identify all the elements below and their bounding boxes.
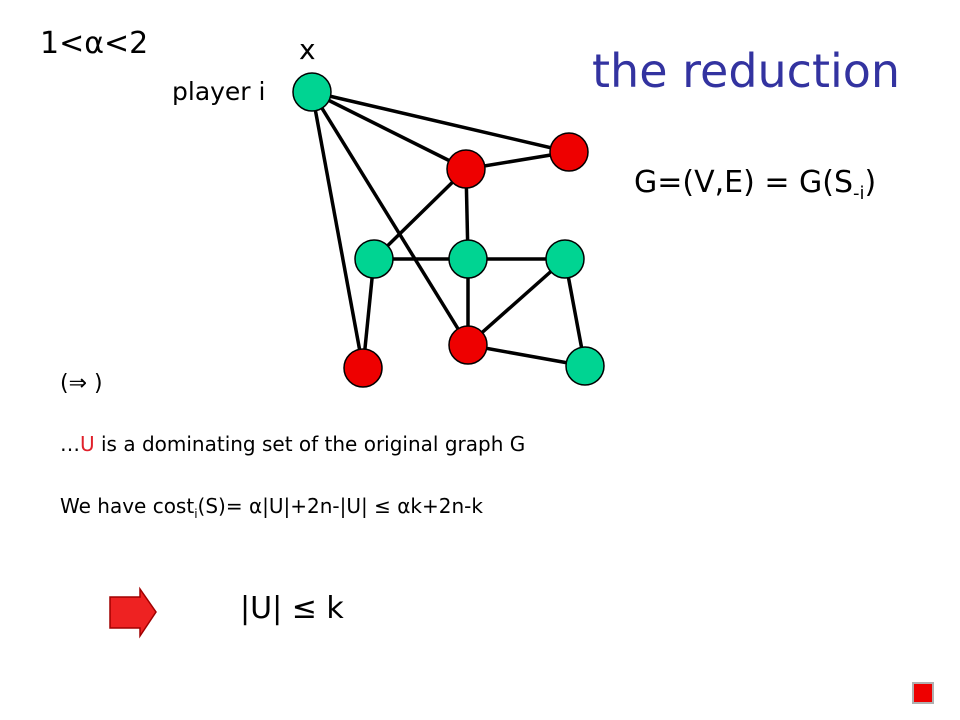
implies-marker: (⇒ ) bbox=[60, 371, 103, 396]
cost-prefix: We have cost bbox=[60, 494, 195, 518]
dominating-set-statement: …U is a dominating set of the original g… bbox=[60, 432, 525, 456]
alpha-range-label: 1<α<2 bbox=[40, 26, 149, 61]
graph-eq-main: G=(V,E) = G(S bbox=[634, 165, 854, 200]
right-arrow-icon bbox=[109, 586, 157, 639]
graph-node-r1 bbox=[549, 132, 589, 172]
dom-prefix: … bbox=[60, 432, 80, 456]
cost-rest: (S)= α|U|+2n-|U| ≤ αk+2n-k bbox=[197, 494, 483, 518]
graph-edge-r3-g4 bbox=[467, 343, 586, 368]
graph-edge-g3-r3 bbox=[466, 257, 567, 347]
graph-eq-sub: -i bbox=[853, 183, 865, 204]
graph-edges bbox=[310, 90, 587, 369]
graph-node-g3 bbox=[545, 239, 585, 279]
graph-node-x bbox=[292, 72, 332, 112]
cost-statement: We have costi(S)= α|U|+2n-|U| ≤ αk+2n-k bbox=[60, 494, 483, 521]
graph-equation: G=(V,E) = G(S-i) bbox=[634, 165, 876, 204]
graph-node-g1 bbox=[354, 239, 394, 279]
cost-sub: i bbox=[194, 507, 198, 521]
slide-title: the reduction bbox=[592, 44, 901, 98]
graph-edge-x-r4 bbox=[310, 91, 365, 369]
player-i-label: player i bbox=[172, 77, 266, 106]
graph-node-r4 bbox=[343, 348, 383, 388]
graph-node-g2 bbox=[448, 239, 488, 279]
graph-eq-close: ) bbox=[864, 165, 877, 200]
graph-nodes bbox=[292, 72, 605, 388]
conclusion-bound: |U| ≤ k bbox=[240, 591, 344, 626]
graph-node-g4 bbox=[565, 346, 605, 386]
graph-edge-r2-g1 bbox=[372, 167, 468, 261]
graph-edge-x-r1 bbox=[311, 90, 570, 154]
dom-set-U: U bbox=[80, 432, 95, 456]
graph-node-r3 bbox=[448, 325, 488, 365]
red-square-icon bbox=[912, 682, 934, 704]
graph-edge-x-r3 bbox=[310, 91, 470, 346]
graph-edge-x-r2 bbox=[311, 90, 467, 171]
graph-node-r2 bbox=[446, 149, 486, 189]
node-x-label: x bbox=[299, 33, 316, 66]
dom-rest: is a dominating set of the original grap… bbox=[94, 432, 526, 456]
